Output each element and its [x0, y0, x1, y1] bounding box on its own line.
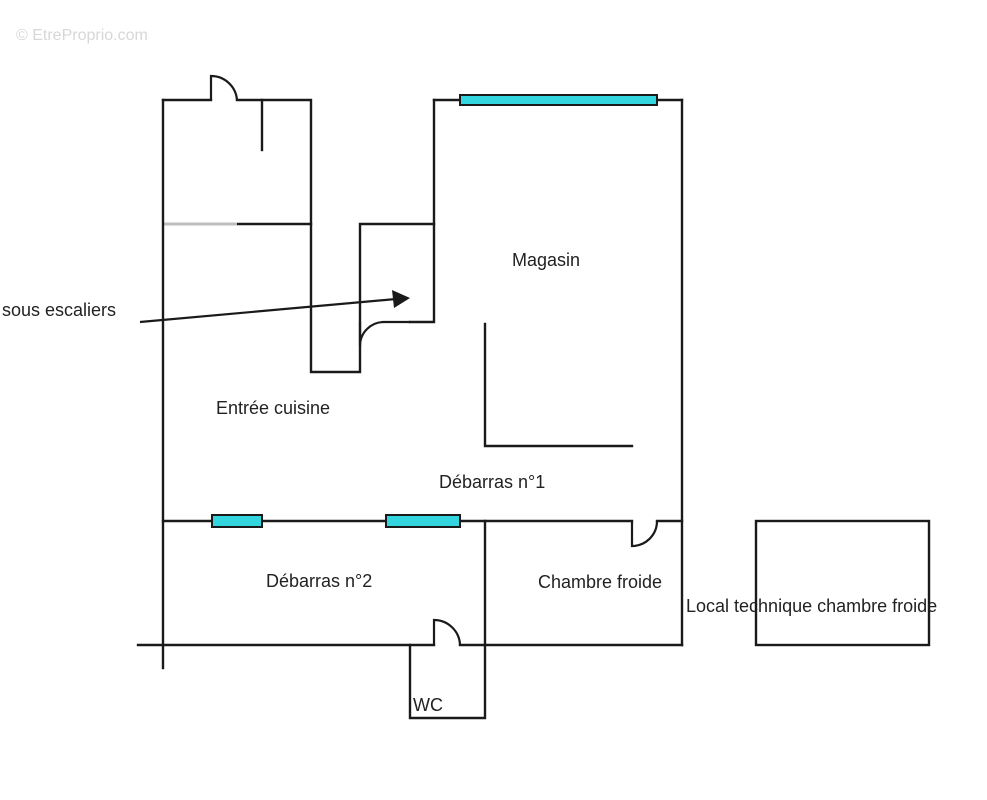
walls — [136, 98, 931, 720]
label-sous-escaliers: sous escaliers — [2, 300, 116, 320]
wall-magasin-L — [483, 322, 634, 448]
arrow-head — [392, 290, 410, 308]
window-magasin — [459, 94, 658, 106]
doors — [209, 74, 659, 646]
arrow-line — [139, 297, 397, 324]
door-wc — [432, 618, 462, 646]
watermark: © EtreProprio.com — [16, 27, 148, 44]
window-debarras-right — [385, 514, 461, 528]
label-debarras-2: Débarras n°2 — [266, 571, 372, 591]
label-local-technique: Local technique chambre froide — [686, 596, 937, 616]
label-chambre-froide: Chambre froide — [538, 572, 662, 592]
door-chambre-froide — [630, 520, 659, 548]
windows — [211, 94, 658, 528]
wall-magasin-left — [408, 98, 436, 324]
local-technique-box — [754, 519, 931, 647]
label-entree-cuisine: Entrée cuisine — [216, 398, 330, 418]
door-top-left — [209, 74, 239, 101]
wall-top-left-2 — [235, 98, 436, 374]
wall-wc — [408, 643, 487, 720]
label-magasin: Magasin — [512, 250, 580, 270]
door-sous-escaliers — [358, 320, 410, 347]
window-debarras-left — [211, 514, 263, 528]
label-wc: WC — [413, 695, 443, 715]
label-debarras-1: Débarras n°1 — [439, 472, 545, 492]
arrow-sous-escaliers — [139, 290, 410, 324]
